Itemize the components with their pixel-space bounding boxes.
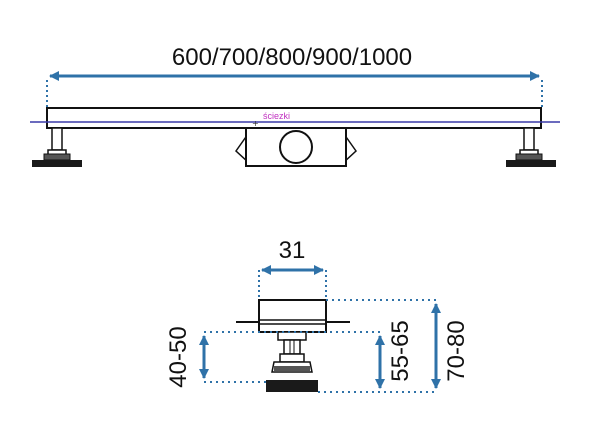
central-outlet	[235, 127, 357, 167]
foot-height-label: 40-50	[165, 326, 192, 387]
foot-pad	[266, 380, 318, 392]
mid-height-label: 55-65	[387, 320, 414, 381]
cross-mark: +	[252, 119, 259, 128]
drain-side-view: 600/700/800/900/1000 ściezki +	[30, 44, 560, 167]
total-height-label: 70-80	[443, 320, 470, 381]
note-label: ściezki	[263, 111, 290, 121]
width-dimension: 31	[258, 237, 327, 300]
width-label: 31	[279, 237, 306, 264]
mid-height-dimension: 55-65	[375, 320, 414, 389]
outlet-pipe	[279, 130, 313, 164]
length-dimension: 600/700/800/900/1000	[46, 44, 543, 108]
support-leg	[266, 331, 318, 392]
drain-channel	[46, 107, 542, 129]
left-leg	[32, 127, 82, 167]
channel-section	[258, 299, 327, 333]
foot-height-dimension: 40-50	[165, 326, 209, 388]
drain-cross-section: 31 40-50 55-6	[165, 237, 470, 393]
total-height-dimension: 70-80	[431, 303, 470, 389]
length-label: 600/700/800/900/1000	[172, 44, 412, 71]
right-leg	[506, 127, 556, 167]
